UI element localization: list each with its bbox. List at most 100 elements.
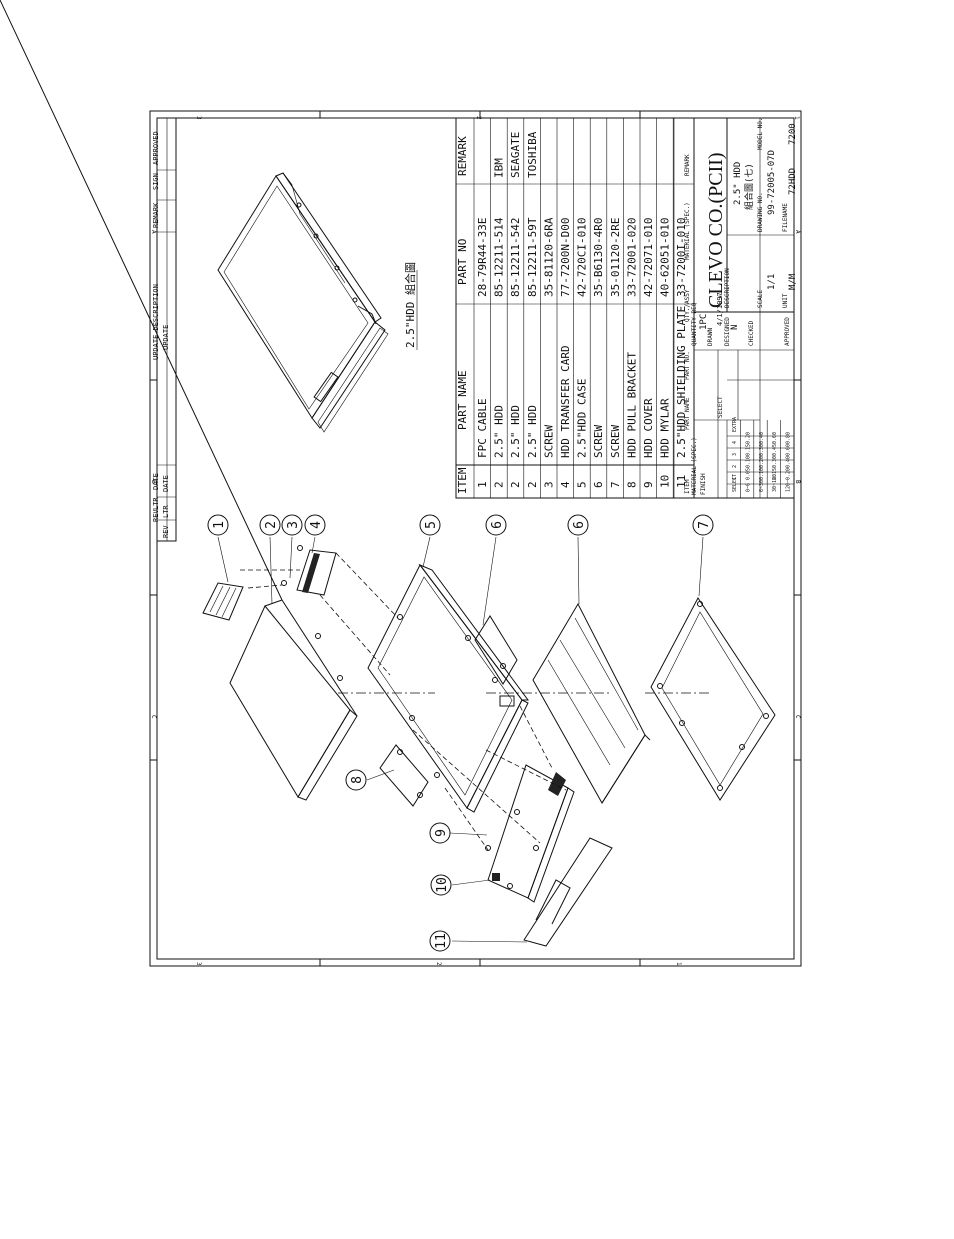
part-hdd-cover (523, 837, 613, 947)
approved-label: APPROVED (784, 317, 791, 346)
company-name: CLEVO CO.(PCII) (705, 152, 727, 308)
balloon-number: 11 (434, 933, 449, 949)
bom-cell-item: 2 (526, 481, 539, 488)
bom-cell-item: 2 (493, 481, 506, 488)
bom-cell-number: 28-79R44-33E (476, 218, 489, 297)
bom-cell-name: SCREW (592, 425, 605, 458)
description-label: DESCRIPTION (724, 268, 731, 308)
rev-row-rev: REV (162, 525, 170, 538)
balloon-number: 9 (434, 829, 449, 837)
tolerance-cell: 0.20 (786, 468, 792, 480)
quantity-value: 1PC (699, 314, 709, 330)
model-value: 7200 (788, 123, 798, 145)
part-side-bracket-6a (474, 615, 518, 685)
quantity-label: QUANTITY REQ (691, 302, 698, 346)
tolerance-cell: 0.60 (786, 444, 792, 456)
balloon-6: 6 (567, 514, 589, 536)
tolerance-cell: 6~30 (759, 480, 765, 492)
exploded-view (0, 0, 776, 947)
zone-left-a: A (150, 230, 157, 234)
balloon-7: 7 (692, 514, 714, 536)
balloon-number: 6 (572, 521, 587, 529)
part-hdd-case (367, 563, 529, 813)
bom-header-remark: REMARK (456, 136, 469, 176)
bom-cell-item: 9 (642, 481, 655, 488)
balloon-6: 6 (485, 514, 507, 536)
tolerance-cell: 0.20 (759, 456, 765, 468)
title-block (693, 117, 795, 499)
zone-top-1: 1 (793, 116, 800, 120)
rev-row-ltr: LTR (162, 505, 170, 518)
bom-cell-name: SCREW (609, 425, 622, 458)
leader-lines (217, 536, 704, 943)
part-fpc-cable (202, 582, 244, 621)
tolerance-cell: 120~ (786, 480, 792, 492)
filename-label: FILENAME (782, 203, 789, 232)
rev-header-date: DATE (152, 473, 160, 490)
balloon-2: 2 (259, 514, 281, 536)
bom-cell-item: 8 (625, 481, 638, 488)
designer-initial: N (730, 325, 740, 330)
balloon-11: 11 (429, 930, 451, 952)
bom-header-item: ITEM (456, 467, 469, 494)
unit-label: UNIT (782, 293, 789, 308)
bom-cell-item: 2 (509, 481, 522, 488)
rev-header-remark: REMARK (152, 202, 160, 228)
part-mylar (532, 602, 651, 804)
bom-header-number: PART NO (456, 239, 469, 285)
bom-cell-number: 42-720CI-010 (576, 218, 589, 297)
designed-label: DESIGNED (724, 317, 731, 346)
bom-cell-number: 35-81120-6RA (542, 217, 555, 297)
bom-cell-item: 1 (476, 481, 489, 488)
balloon-number: 2 (264, 521, 279, 529)
bom-footer-material: MATERIAL (SPEC.) (684, 202, 691, 260)
bom-cell-item: 6 (592, 481, 605, 488)
tolerance-cell: 30~120 (772, 474, 778, 492)
rev-header-approved: APPROVED (152, 131, 160, 165)
unit-value: M/M (788, 273, 798, 290)
outer-border (149, 110, 802, 967)
balloon-3: 3 (281, 514, 303, 536)
bom-footer-part-name: PART NAME (684, 397, 691, 430)
zone-right-b: B (794, 480, 801, 484)
part-screw-3b (297, 545, 303, 551)
revision-block: REV. LTR DATE UPDATE DESCRIPTION REMARK … (152, 117, 177, 542)
balloon-8: 8 (345, 769, 367, 791)
tolerance-cell: 0.10 (745, 456, 751, 468)
bom-header-name: PART NAME (456, 370, 469, 430)
tolerance-cell: 2 (732, 465, 738, 468)
zone-top-3: 3 (195, 116, 202, 120)
bom-cell-name: HDD TRANSFER CARD (559, 345, 572, 458)
finish-label: FINISH (700, 473, 707, 495)
description-line-1: 2.5" HDD (733, 162, 743, 205)
tolerance-cell: 0.40 (759, 432, 765, 444)
bom-cell-name: 2.5"HDD SHIELDING PLATE (675, 306, 688, 458)
bom-cell-number: 40-62051-010 (659, 218, 672, 297)
tolerance-cell: 0.30 (772, 456, 778, 468)
drawn-label: DRAWN (707, 328, 714, 346)
zone-bottom-1: 1 (675, 962, 682, 966)
zone-ticks (150, 111, 801, 966)
bom-footer-part-no: PART NO. (684, 351, 691, 380)
bom-cell-number: 85-12211-59T (526, 217, 539, 297)
drawing-no-label: DRAWING NO. (757, 192, 764, 232)
rev-header-sign: SIGN (152, 173, 160, 190)
balloon-5: 5 (419, 514, 441, 536)
bom-footer-qty: QTY./ASSY (684, 289, 691, 322)
rev-header-ltr: LTR (152, 497, 160, 510)
tolerance-cell: 0~6 (745, 483, 751, 492)
bom-cell-name: 2.5"HDD CASE (576, 379, 589, 458)
part-hdd (0, 0, 358, 801)
bom-cell-item: 5 (576, 481, 589, 488)
assembled-view (217, 172, 389, 433)
balloon-number: 6 (490, 521, 505, 529)
part-shielding-plate (650, 597, 776, 801)
balloon-number: 10 (435, 877, 450, 893)
balloon-number: 7 (697, 521, 712, 529)
bom-cell-item: 11 (675, 475, 688, 488)
bom-cell-number: 35-B6130-4R0 (592, 218, 605, 297)
tolerance-cell: 0.80 (786, 432, 792, 444)
